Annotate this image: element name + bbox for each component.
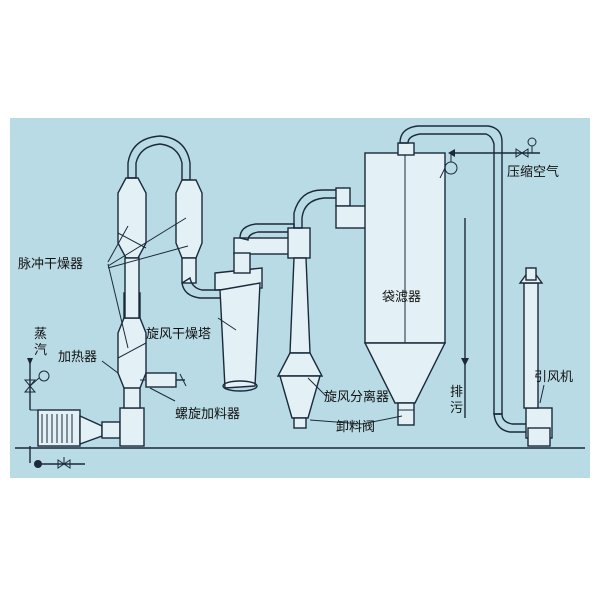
- label-drain: 排污: [450, 385, 463, 416]
- label-steam: 蒸汽: [34, 327, 47, 358]
- cyclone-separator: [276, 187, 369, 429]
- label-screw-feeder: 螺旋加料器: [175, 407, 240, 422]
- label-cyclone-dryer-tower: 旋风干燥塔: [146, 327, 211, 342]
- heater: [30, 409, 121, 447]
- label-heater: 加热器: [58, 350, 97, 365]
- label-discharge-valve: 卸料阀: [336, 419, 375, 435]
- label-pulse-dryer: 脉冲干燥器: [18, 257, 83, 272]
- label-compressed-air: 压缩空气: [507, 164, 559, 180]
- label-bag-filter: 袋滤器: [382, 290, 421, 305]
- drain-line: [461, 218, 469, 418]
- cyclone-dryer-tower: [214, 223, 295, 392]
- bag-filter: [363, 125, 503, 426]
- label-induced-fan: 引风机: [534, 370, 573, 385]
- diagram-panel: 脉冲干燥器 加热器 旋风干燥塔 螺旋加料器 旋风分离器 卸料阀 袋滤器 压缩空气…: [10, 118, 590, 478]
- pulse-dryer: [117, 135, 226, 447]
- induced-draft-fan: [493, 266, 553, 447]
- steam-trap: [29, 446, 85, 469]
- steam-line: [23, 358, 50, 410]
- compressed-air-line: [448, 137, 540, 158]
- label-cyclone-separator: 旋风分离器: [324, 389, 389, 405]
- process-flow-diagram: 脉冲干燥器 加热器 旋风干燥塔 螺旋加料器 旋风分离器 卸料阀 袋滤器 压缩空气…: [10, 118, 590, 478]
- label-leaders: [101, 217, 545, 425]
- screw-feeder: [140, 372, 187, 388]
